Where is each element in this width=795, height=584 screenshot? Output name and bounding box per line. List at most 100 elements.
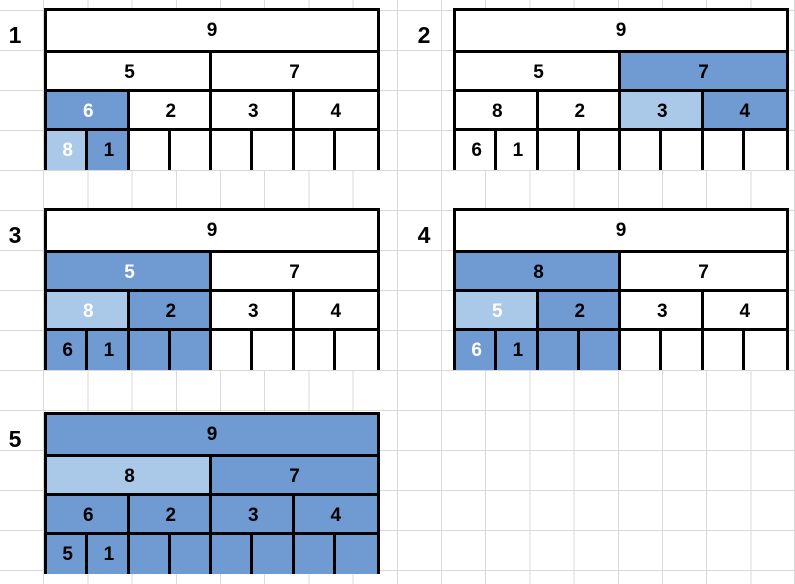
block-2[interactable]: 2	[126, 496, 212, 535]
block-6[interactable]: 6	[456, 131, 498, 170]
block-7[interactable]: 7	[618, 253, 786, 292]
block-empty[interactable]	[700, 331, 745, 370]
block-7[interactable]: 7	[209, 53, 377, 92]
block-empty[interactable]	[618, 131, 663, 170]
panel-label: 4	[417, 222, 431, 248]
block-5[interactable]: 5	[456, 53, 621, 92]
block-4[interactable]: 4	[291, 496, 377, 535]
block-empty[interactable]	[167, 535, 212, 574]
block-4[interactable]: 4	[700, 92, 786, 131]
block-7[interactable]: 7	[209, 253, 377, 292]
block-1[interactable]: 1	[85, 331, 130, 370]
block-8[interactable]: 8	[456, 92, 539, 131]
block-empty[interactable]	[659, 331, 704, 370]
block-5[interactable]: 5	[456, 292, 539, 331]
block-4[interactable]: 4	[291, 92, 377, 131]
block-7[interactable]: 7	[618, 53, 786, 92]
block-empty[interactable]	[291, 131, 336, 170]
block-empty[interactable]	[167, 131, 212, 170]
block-4[interactable]: 4	[700, 292, 786, 331]
block-empty[interactable]	[209, 331, 254, 370]
block-empty[interactable]	[209, 535, 254, 574]
block-2[interactable]: 2	[535, 92, 621, 131]
block-6[interactable]: 6	[456, 331, 498, 370]
block-empty[interactable]	[700, 131, 745, 170]
block-empty[interactable]	[535, 331, 580, 370]
block-6[interactable]: 6	[47, 92, 130, 131]
block-empty[interactable]	[576, 331, 621, 370]
block-empty[interactable]	[741, 331, 786, 370]
block-4[interactable]: 4	[291, 292, 377, 331]
block-9[interactable]: 9	[47, 211, 377, 250]
block-empty[interactable]	[332, 131, 377, 170]
block-1[interactable]: 1	[494, 331, 539, 370]
block-1[interactable]: 1	[494, 131, 539, 170]
block-empty[interactable]	[291, 535, 336, 574]
block-empty[interactable]	[659, 131, 704, 170]
block-3[interactable]: 3	[618, 292, 704, 331]
block-3[interactable]: 3	[618, 92, 704, 131]
block-empty[interactable]	[209, 131, 254, 170]
block-9[interactable]: 9	[456, 211, 786, 250]
block-6[interactable]: 6	[47, 496, 130, 535]
panel-label: 5	[8, 426, 22, 452]
block-7[interactable]: 7	[209, 457, 377, 496]
panel-label: 2	[417, 22, 431, 48]
panel-label: 3	[8, 222, 22, 248]
block-empty[interactable]	[535, 131, 580, 170]
block-empty[interactable]	[576, 131, 621, 170]
block-6[interactable]: 6	[47, 331, 89, 370]
block-8[interactable]: 8	[47, 457, 212, 496]
block-empty[interactable]	[332, 331, 377, 370]
block-row: 9	[456, 211, 786, 250]
block-2[interactable]: 2	[126, 292, 212, 331]
block-2[interactable]: 2	[535, 292, 621, 331]
block-empty[interactable]	[250, 535, 295, 574]
block-9[interactable]: 9	[47, 11, 377, 50]
block-1[interactable]: 1	[85, 535, 130, 574]
block-3[interactable]: 3	[209, 292, 295, 331]
block-empty[interactable]	[126, 131, 171, 170]
block-row: 9	[47, 211, 377, 250]
block-empty[interactable]	[126, 331, 171, 370]
block-empty[interactable]	[332, 535, 377, 574]
block-empty[interactable]	[741, 131, 786, 170]
block-empty[interactable]	[126, 535, 171, 574]
block-5[interactable]: 5	[47, 253, 212, 292]
block-1[interactable]: 1	[85, 131, 130, 170]
block-8[interactable]: 8	[47, 292, 130, 331]
block-3[interactable]: 3	[209, 496, 295, 535]
block-empty[interactable]	[618, 331, 663, 370]
block-5[interactable]: 5	[47, 535, 89, 574]
block-empty[interactable]	[167, 331, 212, 370]
block-row: 9	[47, 415, 377, 454]
block-empty[interactable]	[291, 331, 336, 370]
block-3[interactable]: 3	[209, 92, 295, 131]
block-8[interactable]: 8	[456, 253, 621, 292]
block-2[interactable]: 2	[126, 92, 212, 131]
block-5[interactable]: 5	[47, 53, 212, 92]
block-8[interactable]: 8	[47, 131, 89, 170]
block-9[interactable]: 9	[456, 11, 786, 50]
block-empty[interactable]	[250, 131, 295, 170]
block-9[interactable]: 9	[47, 415, 377, 454]
block-empty[interactable]	[250, 331, 295, 370]
